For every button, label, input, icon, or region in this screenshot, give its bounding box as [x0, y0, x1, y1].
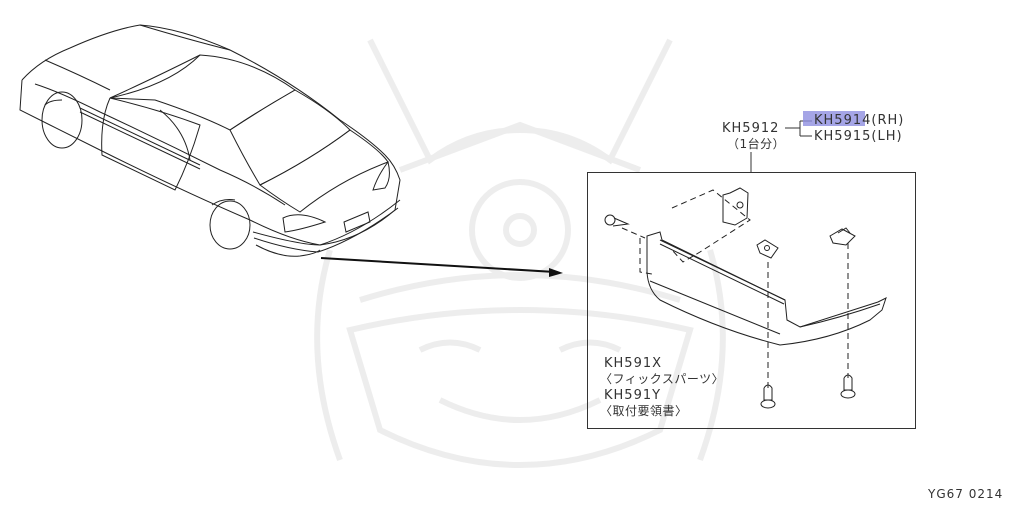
diagram-code: YG67 0214 — [928, 487, 1004, 501]
exploded-parts — [604, 187, 887, 409]
assembly-part-number[interactable]: KH5912 — [722, 121, 780, 136]
screw-part — [840, 374, 856, 399]
retainer-part — [829, 228, 856, 246]
part-number: KH5915 — [814, 129, 872, 144]
side-label: (LH) — [871, 129, 903, 144]
selected-part-highlight — [803, 111, 865, 126]
rear-spoiler-part — [646, 231, 887, 346]
clip-part — [722, 187, 749, 226]
kit-instructions-number[interactable]: KH591Y — [604, 388, 662, 403]
kit-instructions-desc: 〈取付要領書〉 — [600, 404, 688, 418]
side-label: (RH) — [871, 113, 905, 128]
exploded-view-frame — [587, 172, 916, 429]
pointer-arrow — [320, 257, 563, 277]
kit-fix-parts-desc: 〈フィックスパーツ〉 — [600, 372, 725, 386]
watermark-logo — [314, 38, 726, 468]
screw-part — [760, 384, 776, 409]
part-variant-lh[interactable]: KH5915(LH) — [814, 129, 903, 144]
part-number: KH5914 — [814, 113, 872, 128]
part-variant-rh[interactable]: KH5914(RH) — [814, 113, 904, 128]
vehicle-illustration — [19, 24, 401, 257]
retainer-part — [756, 239, 779, 259]
assembly-note: （1台分） — [727, 137, 786, 151]
kit-fix-parts-number[interactable]: KH591X — [604, 356, 663, 371]
screw-part — [604, 214, 630, 227]
